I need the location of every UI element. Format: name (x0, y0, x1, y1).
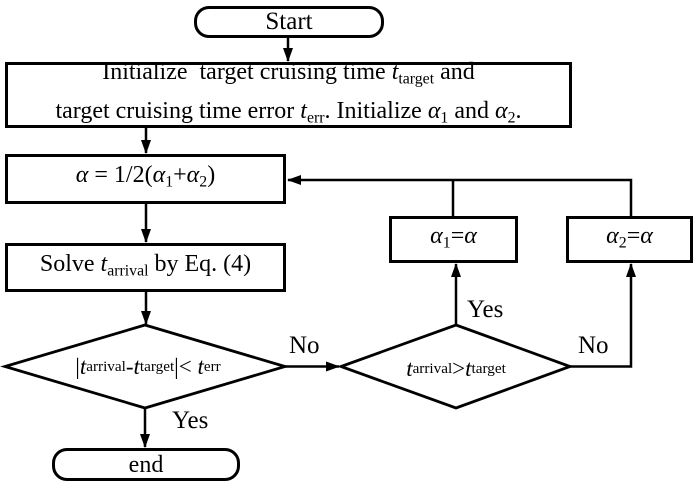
initialize-line-1: Initialize target cruising time ttarget … (102, 58, 475, 87)
edge-label-yes-2: Yes (467, 296, 504, 323)
edge-feedback-to-alpha (287, 175, 633, 216)
node-initialize: Initialize target cruising time ttarget … (5, 59, 572, 128)
edge-label-no-2: No (578, 332, 609, 359)
edge-label-yes-1: Yes (172, 407, 209, 434)
solve-label: Solve tarrival by Eq. (4) (39, 250, 252, 280)
node-solve: Solve tarrival by Eq. (4) (5, 243, 286, 292)
initialize-line-2: target cruising time error terr. Initial… (55, 98, 522, 127)
node-alpha2-set: α2=α (566, 216, 693, 263)
edge-label-no-1: No (289, 332, 320, 359)
end-label: end (128, 451, 164, 478)
start-label: Start (265, 8, 313, 35)
alpha1-set-label: α1=α (430, 222, 477, 252)
decision-target-diamond (336, 323, 575, 410)
alpha2-set-label: α2=α (606, 222, 653, 252)
node-start: Start (194, 6, 384, 38)
node-alpha1-set: α1=α (389, 216, 518, 263)
alpha-update-label: α = 1/2(α1+α2) (75, 162, 216, 191)
node-alpha-update: α = 1/2(α1+α2) (5, 154, 286, 204)
edge-decision-target-no (570, 263, 636, 368)
node-end: end (52, 448, 240, 481)
